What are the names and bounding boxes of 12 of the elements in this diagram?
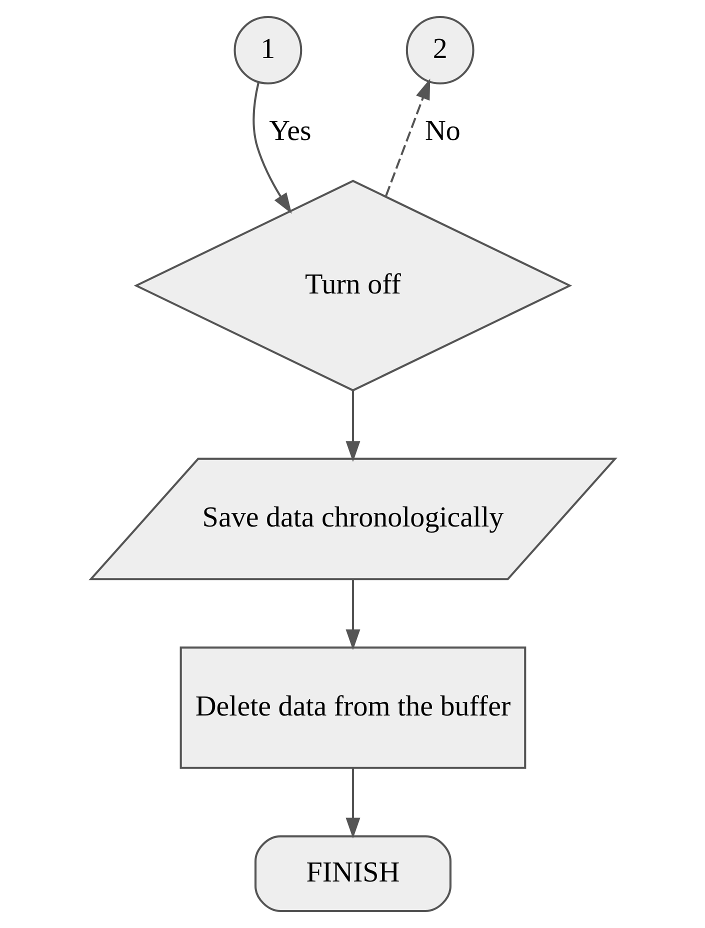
arrow <box>345 768 360 838</box>
node-diamond: Turn off <box>133 180 572 392</box>
node-circle: 1 <box>233 16 302 84</box>
node-box: Delete data from the buffer <box>179 646 526 769</box>
arrow <box>345 390 360 462</box>
arrow <box>252 82 292 214</box>
edge-label: Yes <box>268 114 311 147</box>
edge-label: No <box>424 114 460 147</box>
node-circle: 2 <box>405 16 474 84</box>
arrow <box>345 579 360 650</box>
node-box: FINISH <box>254 835 452 912</box>
arrow <box>384 78 430 196</box>
